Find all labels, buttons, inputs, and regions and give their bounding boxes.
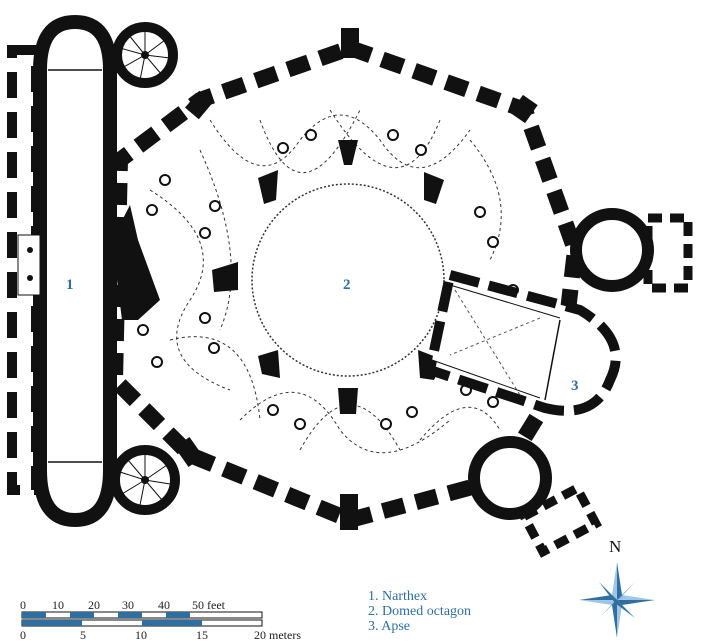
legend-item: 2. Domed octagon	[368, 604, 472, 619]
narthex	[7, 14, 160, 528]
inner-piers	[212, 140, 444, 414]
legend: 1. Narthex 2. Domed octagon 3. Apse	[368, 589, 471, 634]
stair-tower-north	[112, 22, 178, 88]
label-octagon: 2	[343, 277, 351, 293]
label-apse: 3	[571, 378, 579, 394]
stair-tower-south	[110, 445, 180, 515]
scale-meters-5: 5	[80, 628, 86, 642]
label-narthex: 1	[66, 277, 74, 293]
vault-tracery	[149, 109, 502, 454]
scale-feet-40: 40	[158, 598, 170, 612]
scale-feet-30: 30	[122, 598, 134, 612]
columns	[137, 129, 546, 430]
scale-meters-10: 10	[135, 628, 147, 642]
scale-feet-0: 0	[20, 598, 26, 612]
side-chamber-south	[468, 436, 602, 558]
scale-feet-10: 10	[52, 598, 64, 612]
octagon-outer-wall	[106, 39, 584, 529]
compass-north-label: N	[609, 537, 622, 556]
scale-feet-50: 50 feet	[192, 598, 225, 612]
scale-feet-20: 20	[88, 598, 100, 612]
compass-rose-icon	[579, 562, 655, 638]
scale-meters-0: 0	[20, 628, 26, 642]
buttresses	[174, 28, 538, 530]
legend-item: 3. Apse	[368, 619, 410, 634]
legend-item: 1. Narthex	[368, 589, 428, 604]
scale-meters-15: 15	[196, 628, 208, 642]
side-chamber-north	[570, 208, 693, 293]
central-dome	[251, 183, 445, 377]
scale-bar	[21, 611, 263, 627]
scale-meters-20: 20 meters	[254, 628, 301, 642]
apse	[424, 268, 621, 416]
